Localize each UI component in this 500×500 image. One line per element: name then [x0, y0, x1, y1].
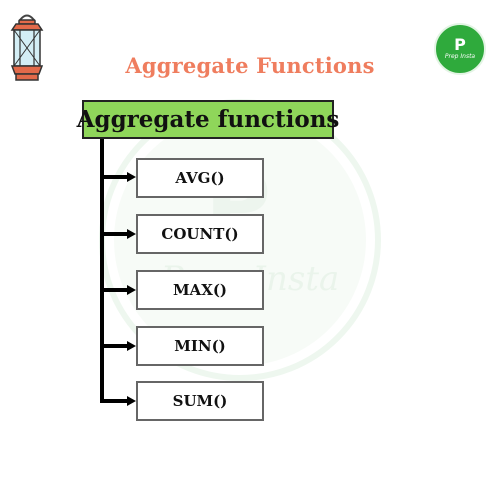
page-title: Aggregate Functions — [125, 53, 375, 78]
brand-letter: P — [454, 35, 466, 54]
node-count: COUNT() — [136, 214, 264, 254]
node-avg: AVG() — [136, 158, 264, 198]
arrow-avg — [102, 172, 136, 182]
node-max: MAX() — [136, 270, 264, 310]
brand-name: Prep Insta — [444, 53, 476, 60]
node-min: MIN() — [136, 326, 264, 366]
arrow-min — [102, 341, 136, 351]
brand-logo-icon: P Prep Insta — [434, 23, 486, 75]
node-sum: SUM() — [136, 381, 264, 421]
arrow-count — [102, 229, 136, 239]
root-node: Aggregate functions — [77, 100, 339, 139]
lantern-icon — [10, 14, 44, 81]
arrow-sum — [102, 396, 136, 406]
arrow-max — [102, 285, 136, 295]
